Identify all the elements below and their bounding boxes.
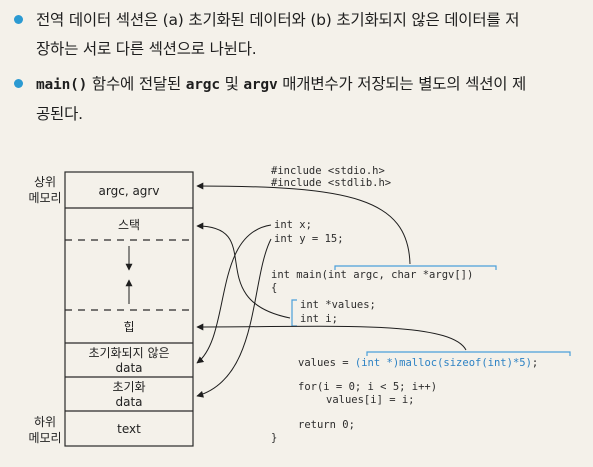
- inline-code-argc: argc: [185, 77, 220, 93]
- code-main-signature: int main(int argc, char *argv[]): [271, 269, 473, 281]
- bullet-text-a: 함수에 전달된: [87, 75, 186, 93]
- segment-heap-label: 힙: [123, 320, 134, 334]
- segment-stack-label: 스택: [118, 218, 140, 232]
- bullet-dot-icon: [14, 15, 23, 24]
- heap-connector-arrow-icon: [196, 323, 467, 351]
- stack-connector-arrow-icon: [196, 222, 291, 319]
- bullet-text-line2: 공된다.: [36, 105, 83, 123]
- segment-text-label: text: [117, 422, 141, 436]
- code-global-x: int x;: [274, 219, 312, 231]
- code-main-params: int argc, char *argv[]: [328, 269, 467, 281]
- low-memory-label-line1: 하위: [34, 415, 56, 429]
- segment-data-label-line2: data: [115, 395, 142, 409]
- bullet-item-global-data: 전역 데이터 섹션은 (a) 초기화된 데이터와 (b) 초기화되지 않은 데이…: [14, 6, 586, 64]
- bullet-text-c: 매개변수가 저장되는 별도의 섹션이 제: [277, 75, 527, 93]
- code-for-line: for(i = 0; i < 5; i++): [298, 381, 437, 393]
- code-main-suffix: ): [467, 269, 473, 281]
- code-return-line: return 0;: [298, 419, 355, 431]
- malloc-bracket: [366, 351, 571, 356]
- bullet-dot-icon: [14, 79, 23, 88]
- code-brace-close: }: [271, 432, 277, 444]
- code-include-stdio: #include <stdio.h>: [271, 165, 385, 177]
- code-assign-line: values[i] = i;: [326, 394, 415, 406]
- memory-column: [64, 171, 194, 447]
- bss-connector-arrow-icon: [196, 224, 272, 364]
- code-global-y: int y = 15;: [274, 233, 344, 245]
- inline-code-argv: argv: [243, 77, 278, 93]
- code-malloc-line: values = (int *)malloc(sizeof(int)*5);: [298, 357, 538, 369]
- code-brace-open: {: [271, 282, 277, 294]
- code-malloc-call: (int *)malloc(sizeof(int)*5): [355, 357, 532, 369]
- code-include-stdlib: #include <stdlib.h>: [271, 177, 391, 189]
- bullet-text-line1: 전역 데이터 섹션은 (a) 초기화된 데이터와 (b) 초기화되지 않은 데이…: [36, 11, 520, 29]
- segment-bss-label-line1: 초기화되지 않은: [88, 346, 169, 360]
- bullet-list: 전역 데이터 섹션은 (a) 초기화된 데이터와 (b) 초기화되지 않은 데이…: [14, 6, 586, 129]
- code-malloc-suffix: ;: [532, 357, 538, 369]
- locals-bracket: [291, 299, 297, 327]
- high-memory-label-line1: 상위: [34, 175, 56, 189]
- segment-data-label-line1: 초기화: [112, 380, 145, 394]
- segment-args-label: argc, agrv: [99, 184, 160, 198]
- params-bracket: [334, 265, 497, 270]
- args-connector-arrow-icon: [196, 182, 411, 265]
- bullet-text-b: 및: [219, 75, 244, 93]
- code-main-prefix: int main(: [271, 269, 328, 281]
- inline-code-main: main(): [36, 77, 88, 93]
- bullet-text-line2: 장하는 서로 다른 섹션으로 나뉜다.: [36, 40, 257, 58]
- code-local-values: int *values;: [300, 299, 376, 311]
- low-memory-label-line2: 메모리: [28, 431, 61, 445]
- segment-bss-label-line2: data: [115, 361, 142, 375]
- code-local-i: int i;: [300, 313, 338, 325]
- high-memory-label-line2: 메모리: [28, 191, 61, 205]
- code-malloc-prefix: values =: [298, 357, 355, 369]
- bullet-item-main-args: main() 함수에 전달된 argc 및 argv 매개변수가 저장되는 별도…: [14, 70, 586, 129]
- data-connector-arrow-icon: [196, 238, 272, 398]
